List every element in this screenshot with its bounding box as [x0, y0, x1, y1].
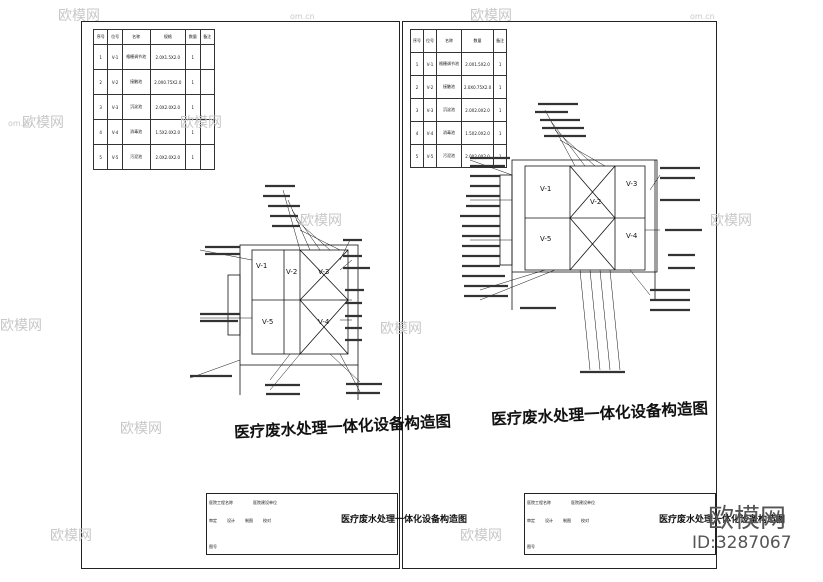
leader-lines-left [189, 189, 361, 393]
table-cell: 2.0X1.5X2.0 [460, 52, 495, 76]
tank-label-v3: V-3 [318, 268, 330, 276]
title-block-label: 校对 [581, 518, 589, 523]
title-block-label: 医院工程名称 [527, 500, 551, 505]
watermark-brand: 欧模网 [710, 213, 752, 229]
watermark-site: om.cn [290, 12, 315, 21]
title-block-label: 医院建设单位 [253, 500, 277, 505]
table-row: 3 V-3 沉淀池 2.0X2.0X2.0 1 [92, 94, 216, 120]
title-block-label: 图号 [209, 544, 217, 549]
table-cell: 1.5X2.0X2.0 [460, 121, 495, 145]
title-block-label: 医院工程名称 [209, 500, 233, 505]
equipment-table-right: 序号 位号 名称 数量 备注 1 V-1 格栅调节池 2.0X1.5X2.0 1… [410, 29, 508, 168]
title-block-label: 图号 [527, 544, 535, 549]
title-block-drawing-name: 医疗废水处理一体化设备构造图 [341, 515, 468, 525]
table-cell: V-5 [107, 144, 123, 170]
table-cell: 2.0X2.0X2.0 [149, 94, 187, 120]
watermark-site: om.cn [690, 12, 715, 21]
watermark-brand: 欧模网 [180, 115, 222, 131]
title-block-label: 制图 [245, 518, 253, 523]
title-block-left: 医院工程名称 医院建设单位 审定 设计 制图 校对 图号 医疗废水处理一体化设备… [206, 493, 467, 555]
title-block-label: 设计 [227, 518, 235, 523]
leader-lines-right [469, 109, 661, 371]
tank-label-v5: V-5 [540, 235, 552, 243]
title-block-label: 制图 [563, 518, 571, 523]
tank-label-v2: V-2 [590, 198, 602, 206]
table-cell: 2.0X2.0X2.0 [460, 144, 495, 168]
table-row: 1 V-1 格栅调节池 2.0X1.5X2.0 1 [410, 52, 508, 76]
title-block-label: 设计 [545, 518, 553, 523]
tank-label-v2: V-2 [286, 268, 298, 276]
title-block-label: 校对 [263, 518, 271, 523]
equipment-table-left: 序号 位号 名称 规格 数量 备注 1 V-1 格栅调节池 2.0X1.5X2.… [92, 29, 216, 170]
tank-label-v5: V-5 [262, 318, 274, 326]
table-row: 4 V-4 消毒池 1.5X2.0X2.0 1 [410, 121, 508, 145]
tank-label-v3: V-3 [626, 180, 638, 188]
watermark-brand: 欧模网 [460, 528, 502, 544]
watermark-brand: 欧模网 [58, 8, 100, 24]
watermark-brand: 欧模网 [22, 115, 64, 131]
table-header-cell: 备注 [493, 29, 508, 53]
watermark-site: om.cn [8, 119, 33, 128]
table-row: 5 V-5 污泥池 2.0X2.0X2.0 1 [410, 144, 508, 168]
tank-label-v4: V-4 [318, 318, 330, 326]
tank-label-v4: V-4 [626, 232, 638, 240]
table-cell: V-4 [107, 119, 123, 145]
title-block-label: 审定 [209, 518, 217, 523]
watermark-brand: 欧模网 [300, 213, 342, 229]
table-cell: 格栅调节池 [436, 52, 462, 76]
tank-plan-left [227, 244, 359, 400]
table-cell: 1.5X2.0X2.0 [149, 119, 187, 145]
title-block-right: 医院工程名称 医院建设单位 审定 设计 制图 校对 图号 医疗废水处理一体化设备… [524, 493, 785, 555]
annotation-strips-right [460, 102, 702, 374]
watermark-brand: 欧模网 [470, 8, 512, 24]
watermark-brand: 欧模网 [120, 421, 162, 437]
table-cell: 格栅调节池 [121, 44, 151, 70]
table-cell: 2.0X2.0X2.0 [460, 98, 495, 122]
table-row: 5 V-5 污泥池 2.0X2.0X2.0 1 [92, 144, 216, 170]
title-block-drawing-name: 医疗废水处理一体化设备构造图 [659, 515, 786, 525]
watermark-brand: 欧模网 [50, 528, 92, 544]
table-cell: 污泥池 [436, 144, 462, 168]
title-block-label: 审定 [527, 518, 535, 523]
table-cell: V-3 [107, 94, 123, 120]
watermark-logo-text: 欧模网 [708, 504, 787, 534]
table-cell: 消毒池 [436, 121, 462, 145]
watermark-brand: 欧模网 [0, 318, 42, 334]
table-cell: 污泥池 [121, 144, 151, 170]
table-cell: 2.0X0.75X2.0 [460, 75, 495, 99]
table-row: 3 V-3 沉淀池 2.0X2.0X2.0 1 [410, 98, 508, 122]
title-block-label: 医院建设单位 [571, 500, 595, 505]
tank-label-v1: V-1 [256, 262, 268, 270]
watermark-id: ID:3287067 [692, 533, 792, 553]
annotation-strips-left [190, 184, 382, 396]
table-row: 2 V-2 接触池 2.0X0.75X2.0 1 [92, 69, 216, 95]
table-cell: 接触池 [121, 69, 151, 95]
table-cell [199, 144, 216, 170]
table-cell: V-2 [107, 69, 123, 95]
tank-label-v1: V-1 [540, 185, 552, 193]
watermark-brand: 欧模网 [380, 321, 422, 337]
table-cell: 2.0X2.0X2.0 [149, 144, 187, 170]
table-cell: 沉淀池 [121, 94, 151, 120]
